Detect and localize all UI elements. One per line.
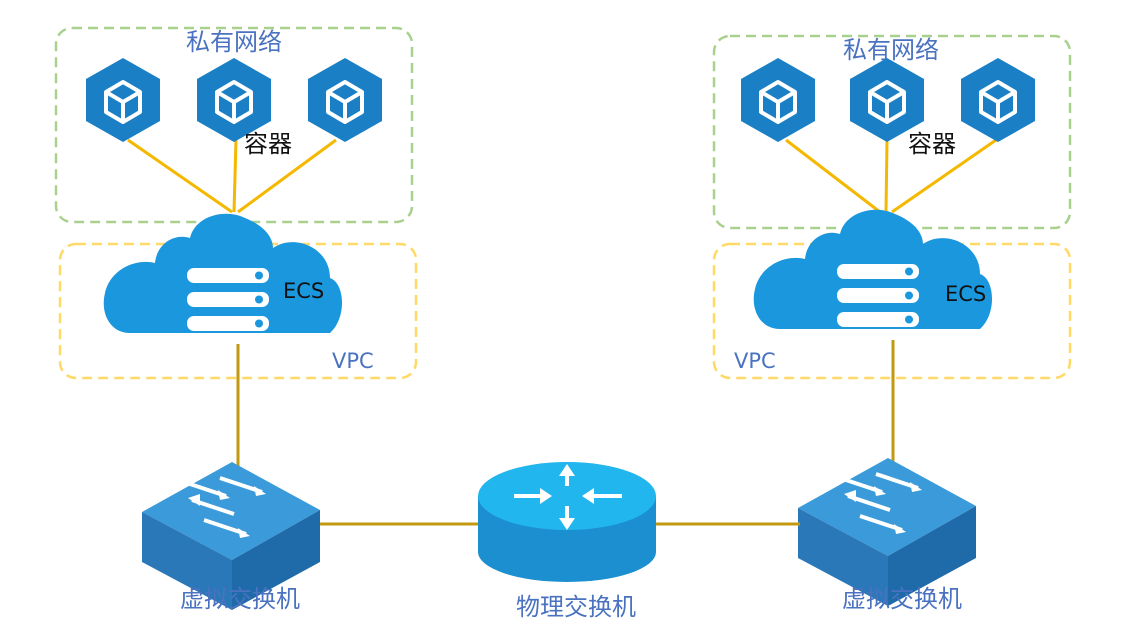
right-container-icon-3 [959, 56, 1037, 144]
left-ecs-label: ECS [283, 279, 324, 303]
left-group: 私有网络 VPC 容器 ECS 虚拟交换机 [54, 26, 418, 613]
left-switch-label: 虚拟交换机 [180, 585, 300, 613]
right-ecs-label: ECS [945, 282, 986, 306]
right-virtual-switch-icon [796, 456, 978, 608]
right-group: 私有网络 VPC 容器 ECS 虚拟交换机 [712, 34, 1072, 613]
right-container-label: 容器 [908, 130, 956, 158]
physical-switch-label: 物理交换机 [516, 593, 636, 621]
physical-switch-icon [478, 462, 656, 582]
left-ecs-cloud-icon [103, 213, 343, 333]
left-container-icon-3 [306, 56, 384, 144]
right-private-network-label: 私有网络 [843, 36, 939, 64]
left-container-label: 容器 [244, 130, 292, 158]
left-container-icon-1 [84, 56, 162, 144]
right-container-icon-1 [739, 56, 817, 144]
right-container-links [785, 138, 997, 214]
center-group: 物理交换机 [320, 462, 800, 621]
left-private-network-label: 私有网络 [186, 28, 282, 56]
right-vpc-label: VPC [734, 349, 776, 373]
left-vpc-label: VPC [332, 349, 374, 373]
left-container-links [127, 138, 337, 214]
right-switch-label: 虚拟交换机 [842, 585, 962, 613]
